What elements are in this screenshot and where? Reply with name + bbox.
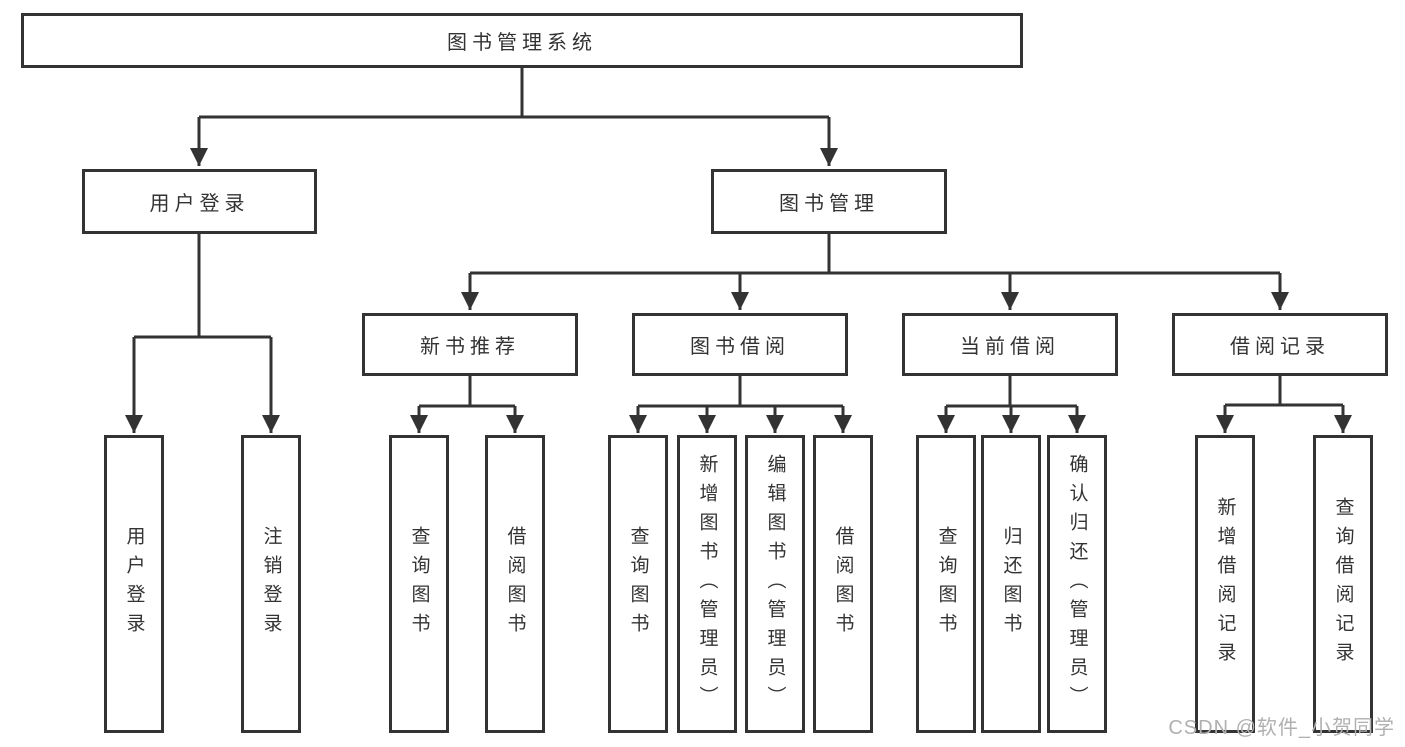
leaf-bb-edit-books-admin: 编辑图书（管理员） [745, 435, 805, 733]
leaf-cb-query-books: 查询图书 [916, 435, 976, 733]
leaf-cb-confirm-return-admin: 确认归还（管理员） [1047, 435, 1107, 733]
watermark-csdn: CSDN @软件_小贺同学 [1168, 717, 1395, 739]
node-book-management: 图书管理 [711, 169, 947, 234]
node-label: 新增图书（管理员） [696, 453, 718, 715]
node-label: 查询图书 [935, 526, 957, 642]
node-label: 借阅图书 [832, 526, 854, 642]
node-new-book-recommend: 新书推荐 [362, 313, 578, 376]
node-label: 归还图书 [1000, 526, 1022, 642]
node-label: 查询图书 [627, 526, 649, 642]
leaf-br-add-record: 新增借阅记录 [1195, 435, 1255, 733]
node-label: 图书管理系统 [447, 32, 597, 54]
leaf-bb-borrow-books: 借阅图书 [813, 435, 873, 733]
node-label: 借阅记录 [1230, 336, 1330, 358]
node-user-login: 用户登录 [82, 169, 317, 234]
node-label: 查询图书 [408, 526, 430, 642]
node-label: 用户登录 [149, 193, 250, 215]
leaf-logout: 注销登录 [241, 435, 301, 733]
node-label: 编辑图书（管理员） [764, 453, 786, 715]
node-label: 图书借阅 [690, 336, 790, 358]
node-label: 新增借阅记录 [1214, 497, 1236, 671]
leaf-nbr-query-books: 查询图书 [389, 435, 449, 733]
node-book-borrow: 图书借阅 [632, 313, 848, 376]
leaf-bb-query-books: 查询图书 [608, 435, 668, 733]
leaf-nbr-borrow-books: 借阅图书 [485, 435, 545, 733]
node-label: 当前借阅 [960, 336, 1060, 358]
node-label: 新书推荐 [420, 336, 520, 358]
node-label: 确认归还（管理员） [1066, 453, 1088, 715]
node-label: 查询借阅记录 [1332, 497, 1354, 671]
leaf-user-login: 用户登录 [104, 435, 164, 733]
leaf-br-query-record: 查询借阅记录 [1313, 435, 1373, 733]
leaf-bb-add-books-admin: 新增图书（管理员） [677, 435, 737, 733]
node-borrow-records: 借阅记录 [1172, 313, 1388, 376]
node-current-borrow: 当前借阅 [902, 313, 1118, 376]
node-library-management-system: 图书管理系统 [21, 13, 1023, 68]
leaf-cb-return-books: 归还图书 [981, 435, 1041, 733]
node-label: 图书管理 [779, 193, 879, 215]
node-label: 借阅图书 [504, 526, 526, 642]
node-label: 用户登录 [123, 526, 145, 642]
node-label: 注销登录 [260, 526, 282, 642]
